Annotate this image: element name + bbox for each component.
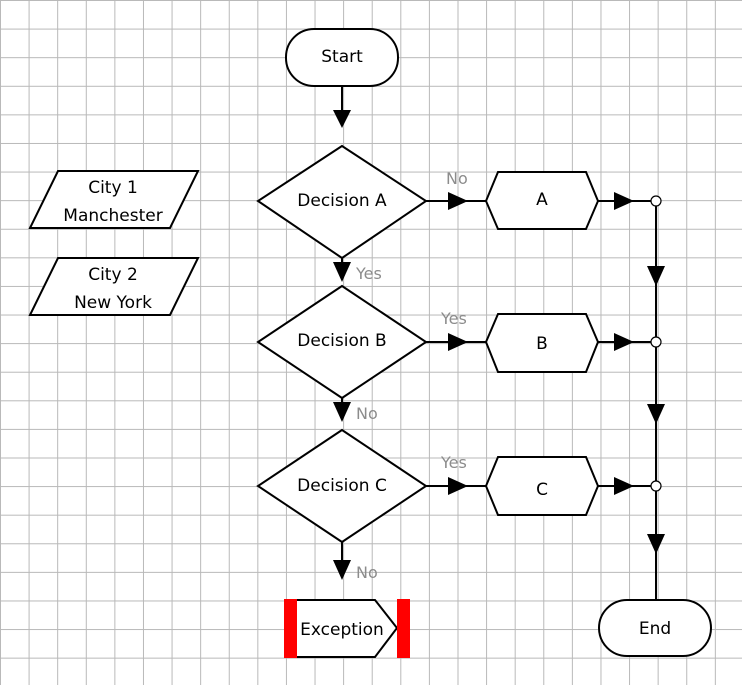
junction-point <box>650 336 662 348</box>
exception-label: Exception <box>300 620 384 640</box>
arrow-head <box>448 333 468 351</box>
process-a-label: A <box>536 190 548 210</box>
process-b-label: B <box>536 334 548 354</box>
city1-title: City 1 <box>88 178 138 198</box>
decision-c-node[interactable]: Decision C <box>256 428 428 544</box>
arrow-head <box>448 477 468 495</box>
edge-label-b-no: No <box>356 404 378 423</box>
arrow-head <box>333 560 351 580</box>
start-label: Start <box>321 47 363 67</box>
decision-b-label: Decision B <box>297 331 386 351</box>
arrow-head <box>647 266 665 286</box>
arrow-head <box>614 333 634 351</box>
city1-name: Manchester <box>63 206 162 226</box>
edge-label-b-yes: Yes <box>440 309 467 328</box>
arrow-head <box>333 110 351 128</box>
start-node[interactable]: Start <box>285 28 399 87</box>
arrow-head <box>614 192 634 210</box>
exception-right-bar <box>397 599 410 658</box>
arrow-head <box>647 534 665 554</box>
decision-c-label: Decision C <box>297 476 387 496</box>
process-a-node[interactable]: A <box>484 171 600 230</box>
exception-node[interactable]: Exception <box>284 599 410 658</box>
arrow-head <box>333 402 351 422</box>
city2-title: City 2 <box>88 265 138 285</box>
arrow-head <box>647 404 665 424</box>
arrow-head <box>614 477 634 495</box>
edge-label-a-no: No <box>446 169 468 188</box>
decision-b-node[interactable]: Decision B <box>256 284 428 400</box>
decision-a-node[interactable]: Decision A <box>256 144 428 260</box>
arrow-head <box>333 262 351 282</box>
edge-label-c-yes: Yes <box>440 453 467 472</box>
edge-label-c-no: No <box>356 563 378 582</box>
decision-a-label: Decision A <box>297 191 387 211</box>
edge-labels: No Yes Yes No Yes No <box>355 169 468 582</box>
process-b-node[interactable]: B <box>484 313 600 373</box>
end-label: End <box>639 619 671 639</box>
process-c-node[interactable]: C <box>484 456 600 516</box>
process-c-label: C <box>536 480 548 500</box>
arrow-head <box>448 192 468 210</box>
edge-label-a-yes: Yes <box>355 264 382 283</box>
junction-point <box>650 480 662 492</box>
connectors <box>333 86 665 600</box>
city2-name: New York <box>74 293 152 313</box>
city1-node[interactable]: City 1 Manchester <box>28 170 200 229</box>
junction-point <box>650 195 662 207</box>
exception-left-bar <box>284 599 297 658</box>
end-node[interactable]: End <box>598 599 712 657</box>
city2-node[interactable]: City 2 New York <box>28 257 200 316</box>
